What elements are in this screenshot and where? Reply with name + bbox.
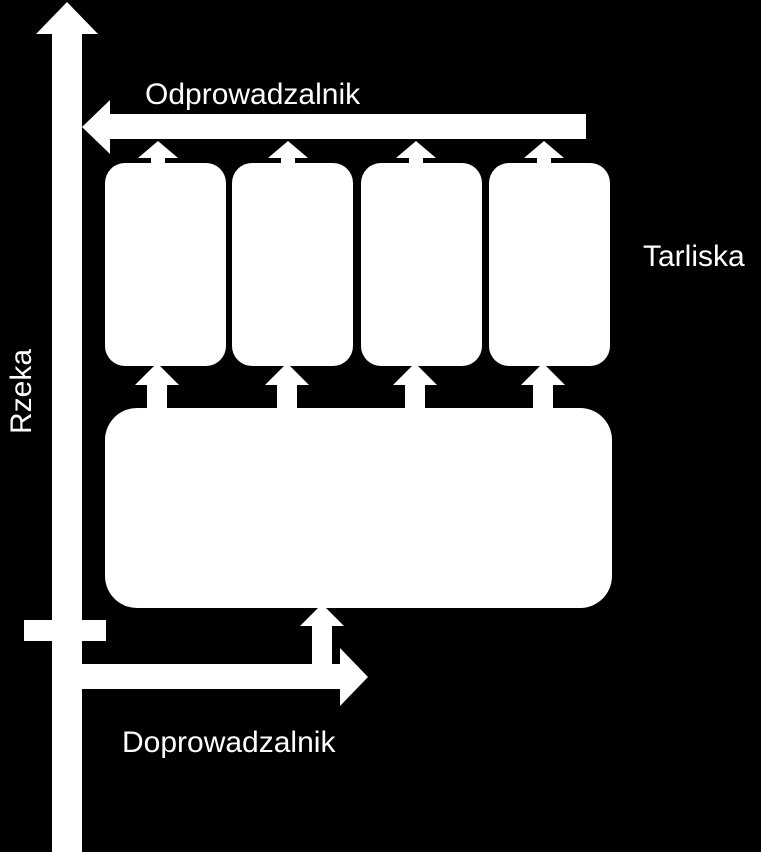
spawning-pond-2 xyxy=(232,163,353,366)
spawning-to-outlet-arrows xyxy=(138,141,564,166)
arrow-from-spawning-pond-3 xyxy=(396,141,436,166)
spawning-pond-3 xyxy=(361,163,482,366)
arrow-to-spawning-pond-1 xyxy=(135,363,179,410)
river-arrow xyxy=(36,2,98,852)
main-pond xyxy=(105,408,612,608)
spawning-pond-4 xyxy=(489,163,610,366)
spawning-pond-1 xyxy=(105,163,226,366)
spawning-ponds xyxy=(105,163,610,366)
river-label: Rzeka xyxy=(5,349,38,434)
arrow-to-spawning-pond-2 xyxy=(265,363,309,410)
inlet-label: Doprowadzalnik xyxy=(122,726,336,759)
pond-to-spawning-arrows xyxy=(135,363,565,410)
inlet-branch-arrow xyxy=(300,604,344,666)
inlet-arrow xyxy=(82,648,368,706)
arrow-to-spawning-pond-3 xyxy=(393,363,437,410)
arrow-to-spawning-pond-4 xyxy=(521,363,565,410)
arrow-from-spawning-pond-1 xyxy=(138,141,178,166)
outlet-arrow xyxy=(82,100,586,154)
spawning-grounds-label: Tarliska xyxy=(643,240,745,273)
arrow-from-spawning-pond-2 xyxy=(268,141,308,166)
arrow-from-spawning-pond-4 xyxy=(524,141,564,166)
outlet-label: Odprowadzalnik xyxy=(145,78,361,111)
river-weir xyxy=(24,620,106,641)
